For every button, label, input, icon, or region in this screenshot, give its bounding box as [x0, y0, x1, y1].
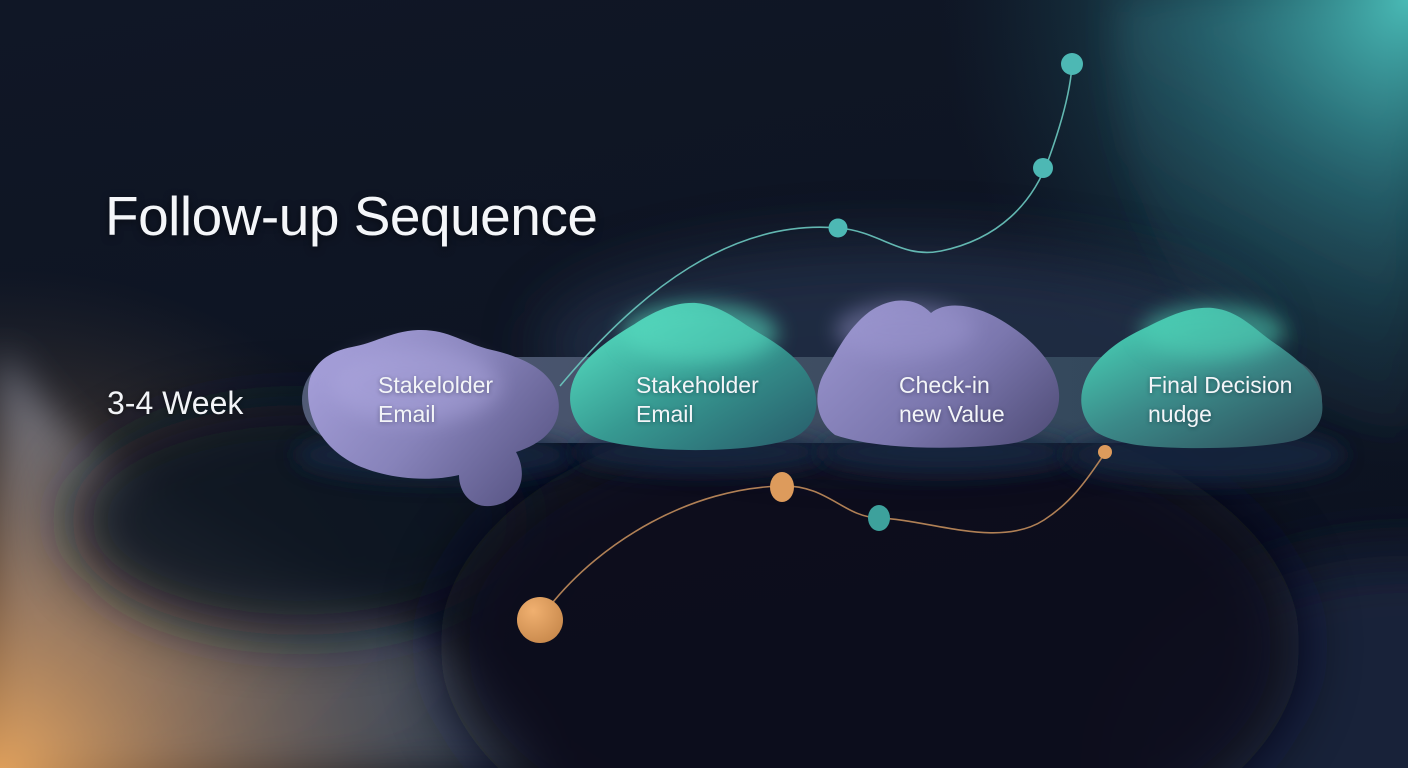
timeframe-label: 3-4 Week [107, 385, 244, 421]
orange-milestone-dot-small [1098, 445, 1112, 459]
stage-label-2: Stakeholder Email [636, 371, 759, 429]
teal-milestone-dot [828, 218, 848, 238]
teal-milestone-dot [1033, 158, 1053, 178]
orange-milestone-dot [770, 472, 794, 502]
blob-highlight [835, 302, 975, 358]
dark-center [440, 400, 1300, 768]
stage-label-2-line2: Email [636, 401, 694, 427]
orange-milestone-dot-large [517, 597, 563, 643]
stage-label-1-line2: Email [378, 401, 436, 427]
stage-label-4-line1: Final Decision [1148, 372, 1293, 398]
stage-label-3-line1: Check-in [899, 372, 990, 398]
stage-label-3-line2: new Value [899, 401, 1005, 427]
teal-milestone-dot [1061, 53, 1083, 75]
stage-label-4: Final Decision nudge [1148, 371, 1292, 429]
teal-connector-curve [559, 65, 1073, 387]
teal-milestone-dot [868, 505, 890, 531]
blob-highlight [330, 347, 500, 423]
stage-label-1: Stakelolder Email [378, 371, 493, 429]
blob-highlight [622, 303, 778, 363]
blob-highlight [1141, 305, 1285, 359]
page-title: Follow-up Sequence [105, 184, 598, 247]
stage-label-1-line1: Stakelolder [378, 372, 494, 398]
stage-label-4-line2: nudge [1148, 401, 1212, 427]
stage-label-3: Check-in new Value [899, 371, 1005, 429]
stage-label-2-line1: Stakeholder [636, 372, 759, 398]
